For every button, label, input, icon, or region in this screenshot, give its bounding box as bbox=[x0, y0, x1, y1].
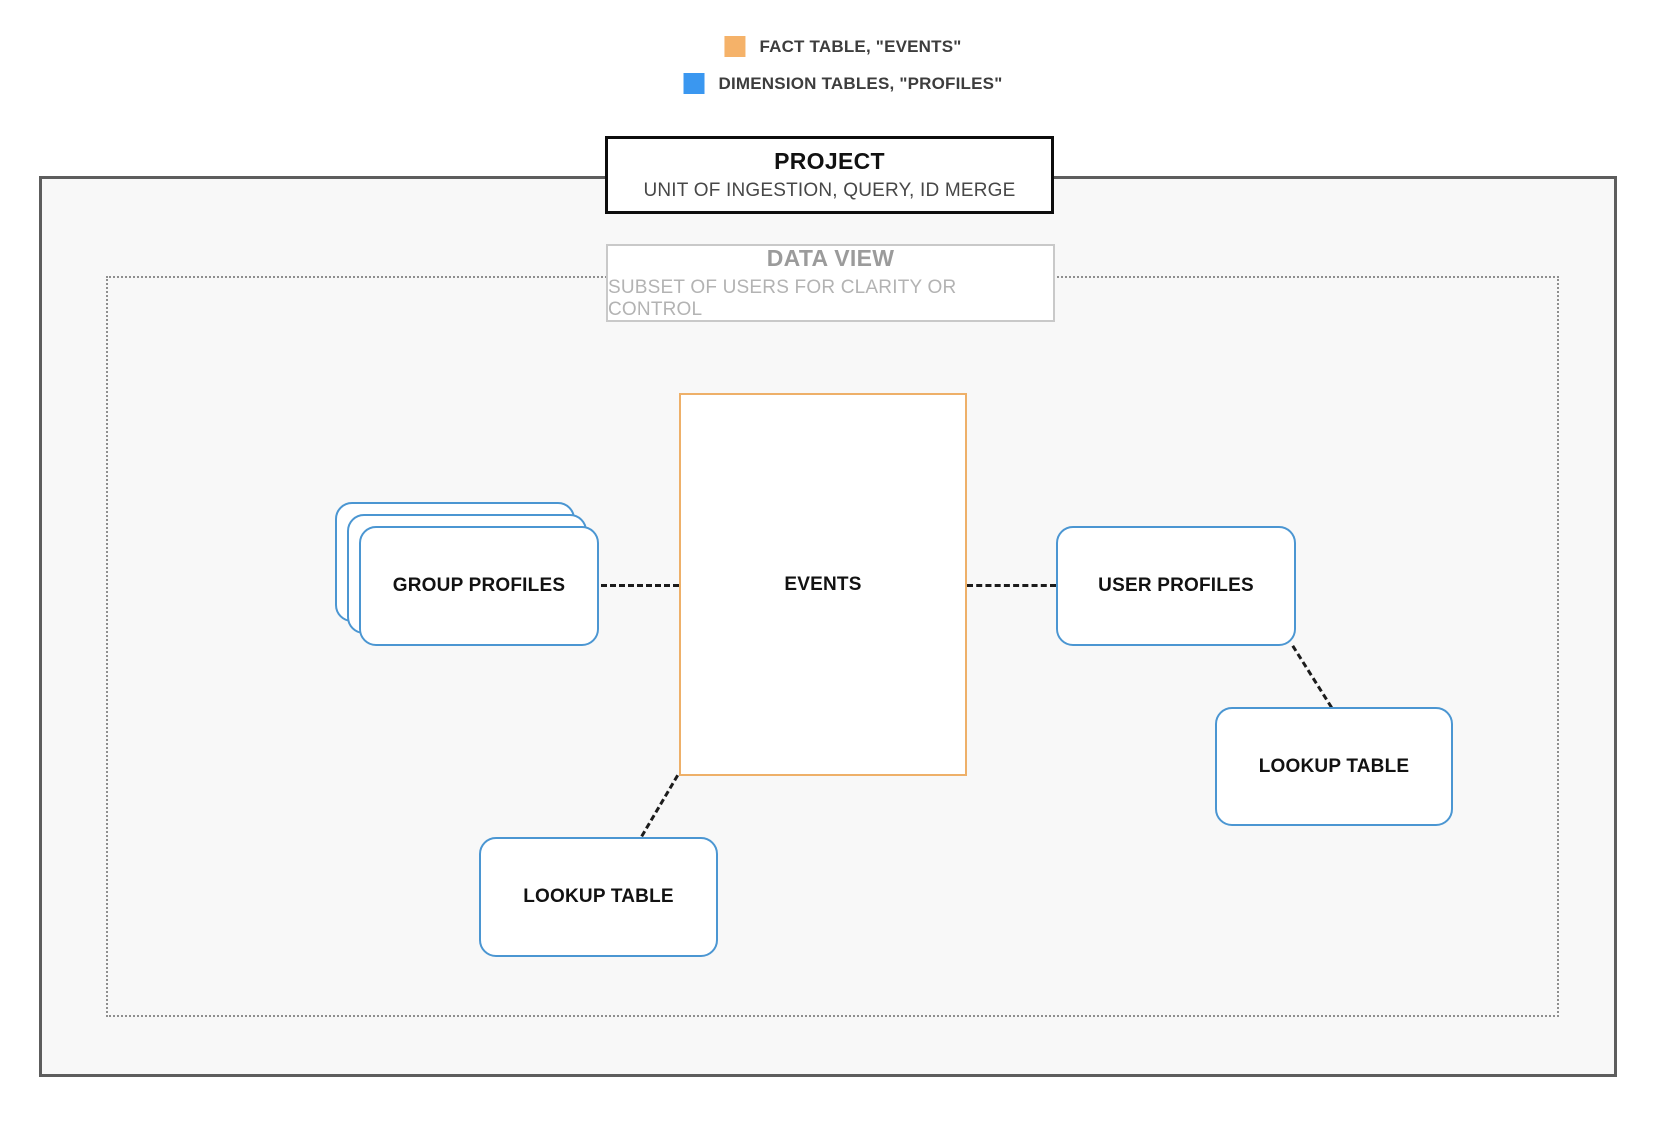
user-profiles-node-label: USER PROFILES bbox=[1098, 575, 1254, 596]
legend-item-dimension-tables: DIMENSION TABLES, "PROFILES" bbox=[683, 73, 1003, 94]
group-profiles-node-label: GROUP PROFILES bbox=[392, 575, 566, 596]
events-node: EVENTS bbox=[679, 393, 967, 776]
data-view-subtitle: SUBSET OF USERS FOR CLARITY OR CONTROL bbox=[608, 277, 957, 320]
project-title: PROJECT bbox=[774, 148, 885, 174]
legend-item-fact-table: FACT TABLE, "EVENTS" bbox=[724, 36, 961, 57]
lookup-table-right-node: LOOKUP TABLE bbox=[1215, 707, 1453, 826]
fact-table-swatch-icon bbox=[724, 36, 746, 57]
legend-label-fact-table: FACT TABLE, "EVENTS" bbox=[759, 36, 962, 56]
lookup-table-bottom-node: LOOKUP TABLE bbox=[479, 837, 718, 957]
user-profiles-node: USER PROFILES bbox=[1056, 526, 1296, 646]
data-view-header-box: DATA VIEW SUBSET OF USERS FOR CLARITY OR… bbox=[606, 244, 1055, 322]
connector-group-profiles-events bbox=[601, 584, 679, 587]
project-header-box: PROJECT UNIT OF INGESTION, QUERY, ID MER… bbox=[605, 136, 1054, 214]
group-profiles-node: GROUP PROFILES bbox=[359, 526, 599, 646]
data-view-title: DATA VIEW bbox=[766, 245, 895, 271]
lookup-table-right-node-label: LOOKUP TABLE bbox=[1258, 755, 1410, 777]
events-node-label: EVENTS bbox=[784, 573, 862, 595]
connector-events-user-profiles bbox=[967, 584, 1056, 587]
lookup-table-bottom-node-label: LOOKUP TABLE bbox=[523, 886, 674, 907]
legend-label-dimension-tables: DIMENSION TABLES, "PROFILES" bbox=[718, 73, 1003, 93]
dimension-tables-swatch-icon bbox=[683, 73, 705, 94]
project-subtitle: UNIT OF INGESTION, QUERY, ID MERGE bbox=[643, 180, 1016, 201]
